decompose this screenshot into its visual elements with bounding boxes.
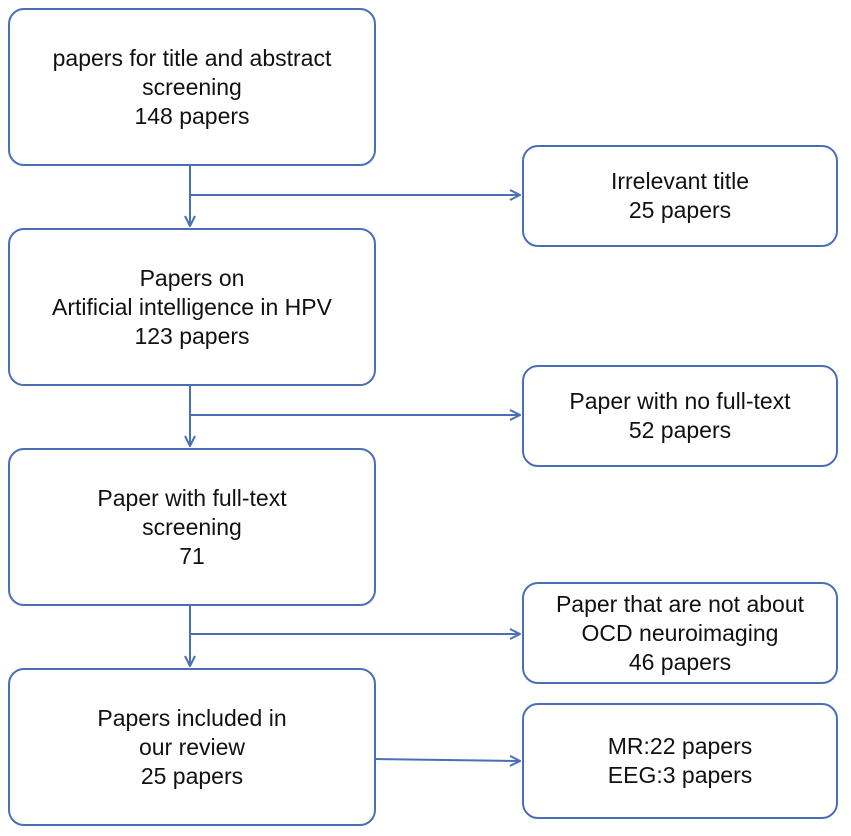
not-ocd-neuroimaging-box: Paper that are not about OCD neuroimagin…: [522, 582, 838, 684]
ai-hpv-papers-box-text: Papers on Artificial intelligence in HPV…: [52, 264, 332, 351]
full-text-screening-box: Paper with full-text screening 71: [8, 448, 376, 606]
included-count: 25 papers: [140, 762, 244, 789]
irrelevant-title-label: Irrelevant title: [610, 168, 750, 194]
not-ocd-line-1: Paper that are not about: [555, 590, 805, 617]
not-ocd-line-2: OCD neuroimaging: [581, 619, 779, 646]
screening-line-1: papers for title and abstract: [52, 44, 332, 71]
no-full-text-count: 52 papers: [628, 417, 732, 443]
no-full-text-box: Paper with no full-text 52 papers: [522, 365, 838, 467]
mr-papers-count: MR:22 papers: [607, 733, 753, 759]
arrow-to-breakdown: [375, 759, 520, 761]
full-text-count: 71: [179, 542, 205, 569]
modality-breakdown-box-text: MR:22 papers EEG:3 papers: [608, 732, 752, 790]
no-full-text-label: Paper with no full-text: [569, 388, 791, 414]
screening-count: 148 papers: [134, 102, 250, 129]
eeg-papers-count: EEG:3 papers: [607, 762, 753, 788]
irrelevant-title-box: Irrelevant title 25 papers: [522, 145, 838, 247]
screening-box: papers for title and abstract screening …: [8, 8, 376, 166]
full-text-screening-box-text: Paper with full-text screening 71: [97, 484, 286, 571]
included-papers-box-text: Papers included in our review 25 papers: [97, 704, 286, 791]
ai-hpv-line-1: Papers on: [139, 264, 245, 291]
included-line-2: our review: [138, 733, 246, 760]
irrelevant-title-count: 25 papers: [628, 197, 732, 223]
no-full-text-box-text: Paper with no full-text 52 papers: [569, 387, 790, 445]
ai-hpv-line-2: Artificial intelligence in HPV: [52, 293, 332, 320]
not-ocd-neuroimaging-box-text: Paper that are not about OCD neuroimagin…: [556, 590, 804, 677]
screening-box-text: papers for title and abstract screening …: [53, 44, 332, 131]
included-line-1: Papers included in: [97, 704, 287, 731]
included-papers-box: Papers included in our review 25 papers: [8, 668, 376, 826]
irrelevant-title-box-text: Irrelevant title 25 papers: [611, 167, 749, 225]
not-ocd-count: 46 papers: [628, 648, 732, 675]
ai-hpv-count: 123 papers: [134, 322, 250, 349]
screening-line-2: screening: [142, 73, 242, 100]
full-text-line-1: Paper with full-text: [97, 484, 287, 511]
modality-breakdown-box: MR:22 papers EEG:3 papers: [522, 703, 838, 819]
full-text-line-2: screening: [142, 513, 242, 540]
ai-hpv-papers-box: Papers on Artificial intelligence in HPV…: [8, 228, 376, 386]
